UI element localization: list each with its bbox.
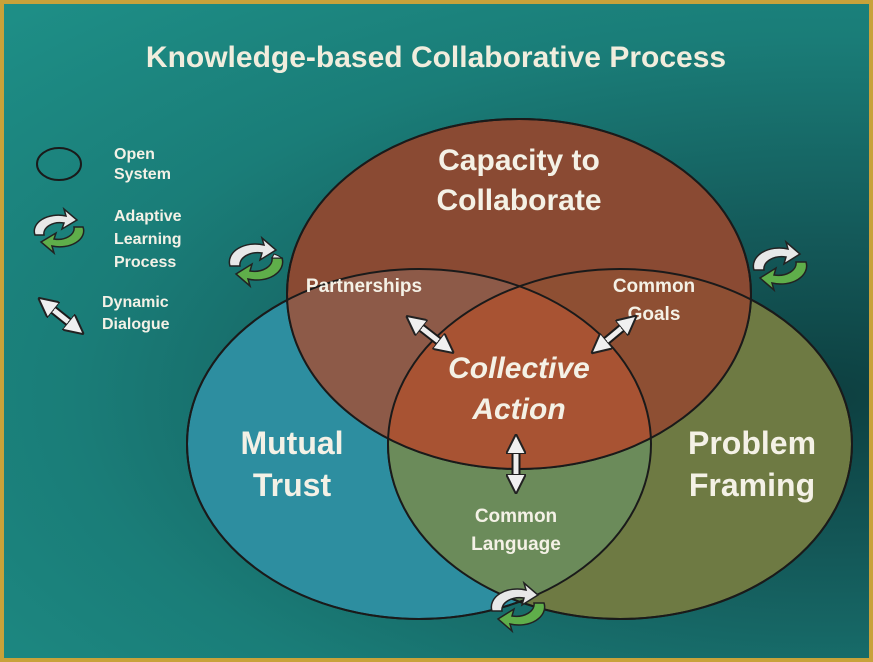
diagram-canvas: Knowledge-based Collaborative Process Ca… [33,41,853,634]
dialogue-arrow-partnerships [414,322,446,347]
capacity-label-line1: Capacity to [438,144,600,177]
legend-open-system-line2: System [114,166,171,183]
partnerships-label: Partnerships [306,276,422,297]
common-language-label-line2: Language [471,534,561,555]
open-system-legend-icon [36,147,82,181]
problem-framing-label-line1: Problem [688,425,816,461]
collective-action-label-line2: Action [471,393,565,426]
mutual-trust-label-line1: Mutual [240,425,343,461]
common-goals-label-line2: Goals [628,304,681,325]
center-overlap [388,269,651,469]
common-language-label-line1: Common [475,506,557,527]
legend-adaptive-line1: Adaptive [114,208,182,225]
legend-adaptive-line2: Learning [114,231,182,248]
collective-action-label-line1: Collective [448,352,590,385]
problem-framing-label-line2: Framing [689,467,815,503]
dynamic-dialogue-legend-icon [46,304,76,328]
cycle-icon-bottom [490,580,546,634]
legend-dialogue-line2: Dialogue [102,316,170,333]
cycle-icon-right [752,239,808,293]
capacity-label-line2: Collaborate [436,184,601,217]
mutual-trust-label-line2: Trust [253,467,332,503]
legend-adaptive-line3: Process [114,254,176,271]
cycle-icon-left [228,235,284,289]
legend-open-system-line1: Open [114,146,155,163]
slide: Knowledge-based Collaborative Process Ca… [4,4,869,658]
adaptive-learning-legend-icon [33,206,85,256]
legend-dialogue-line1: Dynamic [102,294,169,311]
common-goals-label-line1: Common [613,276,695,297]
dialogue-arrow-goals [599,322,629,347]
page-title: Knowledge-based Collaborative Process [146,41,726,74]
legend: Open System Adaptive Learning Process Dy… [33,146,182,333]
